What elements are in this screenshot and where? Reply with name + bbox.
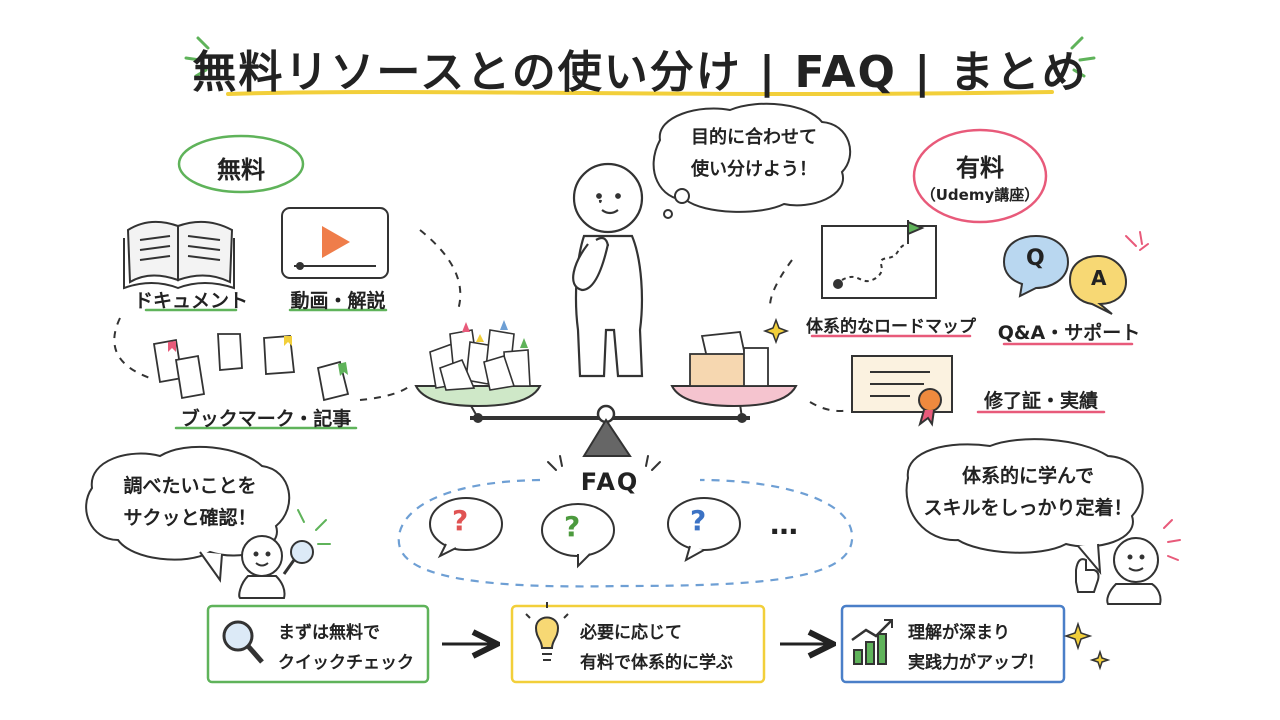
thinking-person [572,162,644,378]
center-bubble-line-1: 目的に合わせて [691,127,817,148]
faq-bubbles [429,497,741,569]
sparks-right [1125,231,1181,561]
bookmark-documents-icon [152,333,350,402]
paid-subheading: （Udemy講座） [920,186,1040,204]
faq-sparks [547,455,661,471]
step-2-text: 必要に応じて 有料で体系的に学ぶ [580,618,733,678]
paid-item-certificate: 修了証・実績 [983,390,1098,412]
step-1-line-1: まずは無料で [278,623,380,643]
free-bubble-shape [85,445,291,583]
faq-question-mark-red: ? [452,504,469,537]
qa-bubbles-icon [1002,234,1128,315]
paid-label-underlines [810,334,1134,414]
qa-a-letter: A [1091,266,1107,290]
free-heading-frame [177,134,305,194]
person-thumbs-up [1075,537,1162,605]
paid-heading: 有料 [956,154,1004,182]
step-3-line-1: 理解が深まり [908,623,1010,643]
title-sparks [184,36,1096,78]
certificate-icon [851,355,953,427]
connector-arcs [113,229,851,412]
step-2-line-2: 有料で体系的に学ぶ [580,653,733,673]
papers-pile [429,320,531,391]
balance-scale [414,385,798,457]
paid-bubble-shape [905,438,1144,575]
faq-question-mark-green: ? [564,510,581,543]
paid-heading-frame [912,128,1048,224]
qa-q-letter: Q [1026,246,1045,271]
magnifier-icon [222,620,264,664]
paid-item-qa: Q&A・サポート [997,322,1141,344]
free-bubble-line-1: 調べたいことを [123,475,257,497]
course-box [689,331,769,387]
free-item-bookmarks: ブックマーク・記事 [180,408,352,430]
page-title: 無料リソースとの使い分け | FAQ | まとめ [192,47,1088,98]
paid-bubble-line-2: スキルをしっかり定着！ [923,497,1133,519]
paid-bubble-text: 体系的に学んで スキルをしっかり定着！ [906,460,1150,524]
center-bubble-text: 目的に合わせて 使い分けよう！ [664,122,844,186]
person-with-magnifier [238,535,314,599]
free-item-videos: 動画・解説 [290,290,386,312]
faq-question-mark-blue: ? [690,504,707,537]
title-underline [226,90,1054,96]
paid-item-roadmap: 体系的なロードマップ [806,317,976,337]
center-bubble-line-2: 使い分けよう！ [691,159,817,180]
step-1-line-2: クイックチェック [278,653,414,673]
free-label-underlines [144,308,388,430]
video-player-icon [281,207,389,279]
sparks-left [297,509,331,545]
center-bubble-shape [652,102,852,219]
step-3-line-2: 実践力がアップ！ [908,653,1044,673]
free-bubble-text: 調べたいことを サクッと確認！ [92,470,288,534]
free-heading: 無料 [217,156,265,184]
step-2-line-1: 必要に応じて [580,623,682,643]
paid-bubble-line-1: 体系的に学んで [961,465,1095,487]
step-boxes [206,604,1066,684]
sparkle-icon [762,317,790,345]
step-3-text: 理解が深まり 実践力がアップ！ [908,618,1044,678]
free-bubble-line-2: サクッと確認！ [123,507,257,529]
step-1-text: まずは無料で クイックチェック [278,618,414,678]
growth-chart-icon [851,619,893,665]
faq-ellipsis: … [770,508,798,541]
roadmap-icon [821,220,937,299]
free-item-documents: ドキュメント [133,290,248,312]
sparkle-icon [1063,621,1111,671]
faq-label: FAQ [580,468,640,496]
book-icon [123,220,235,290]
lightbulb-icon [525,602,569,661]
